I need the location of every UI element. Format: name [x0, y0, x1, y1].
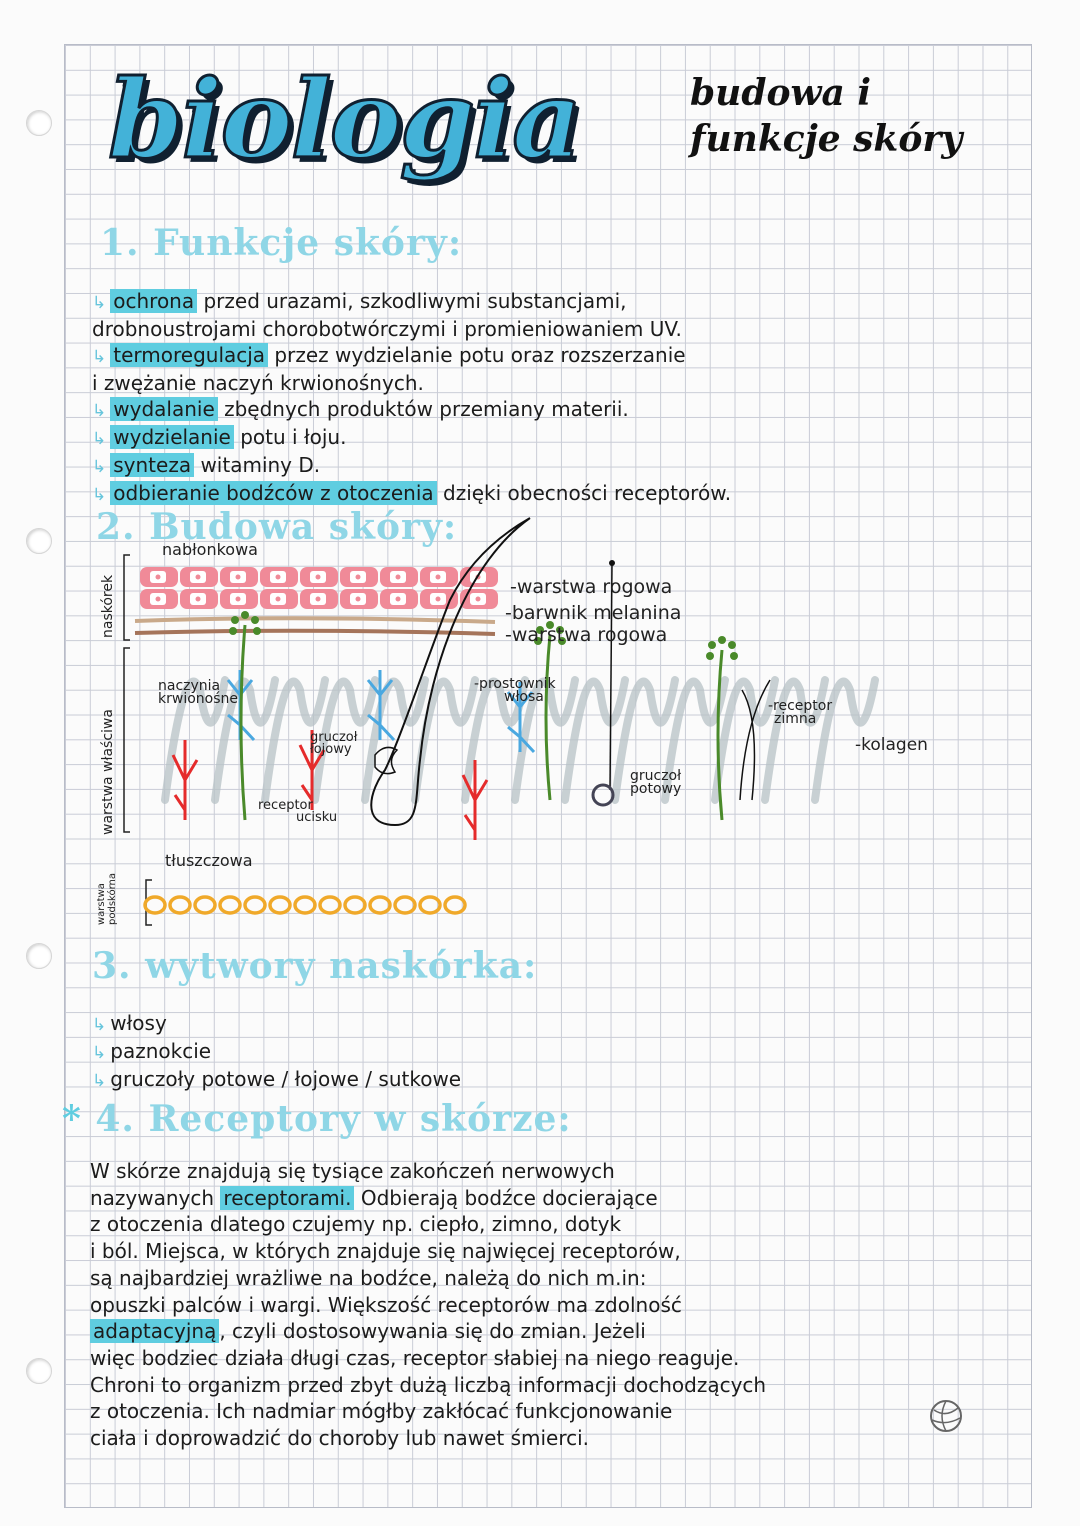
text: opuszki palców i wargi. Większość recept… [90, 1292, 682, 1317]
highlighted-term: wydzielanie [110, 425, 234, 449]
receptors-paragraph: W skórze znajdują się tysiące zakończeń … [90, 1158, 766, 1452]
paragraph-line: adaptacyjną, czyli dostosowywania się do… [90, 1318, 766, 1345]
page-title: biologia [106, 57, 583, 183]
globe-logo-icon [930, 1400, 962, 1432]
paragraph-line: ciała i doprowadzić do choroby lub nawet… [90, 1425, 766, 1452]
paragraph-line: W skórze znajdują się tysiące zakończeń … [90, 1158, 766, 1185]
subtitle-line: budowa i [690, 72, 872, 114]
section-heading: * 4. Receptory w skórze: [62, 1098, 572, 1140]
arrow-hook-icon: ↳ [92, 1043, 107, 1063]
heading-text: 4. Receptory w skórze: [95, 1098, 572, 1140]
page-subtitle: budowa i funkcje skóry [690, 70, 962, 162]
text: z otoczenia dlatego czujemy np. ciepło, … [90, 1212, 622, 1237]
list-item: drobnoustrojami chorobotwórczymi i promi… [92, 316, 731, 342]
highlighted-term: wydalanie [110, 397, 218, 421]
functions-list: ↳ochrona przed urazami, szkodliwymi subs… [92, 288, 731, 508]
binder-hole [26, 110, 52, 136]
highlighted-term: synteza [110, 453, 195, 477]
list-item: ↳termoregulacja przez wydzielanie potu o… [92, 342, 731, 370]
list-item: ↳włosy [92, 1010, 461, 1038]
arrow-hook-icon: ↳ [92, 485, 107, 505]
products-list: ↳włosy↳paznokcie↳gruczoły potowe / łojow… [92, 1010, 461, 1094]
list-item: ↳synteza witaminy D. [92, 452, 731, 480]
text: z otoczenia. Ich nadmiar mógłby zakłócać… [90, 1399, 673, 1424]
item-text: włosy [110, 1011, 167, 1035]
binder-hole [26, 1358, 52, 1384]
item-text: gruczoły potowe / łojowe / sutkowe [110, 1067, 462, 1091]
list-item: ↳ochrona przed urazami, szkodliwymi subs… [92, 288, 731, 316]
list-item: ↳wydzielanie potu i łoju. [92, 424, 731, 452]
highlighted-term: adaptacyjną [90, 1319, 220, 1344]
section-heading: 1. Funkcje skóry: [100, 222, 463, 264]
item-text: zbędnych produktów przemiany materii. [217, 397, 629, 421]
star-mark: * [62, 1098, 82, 1140]
list-item: ↳wydalanie zbędnych produktów przemiany … [92, 396, 731, 424]
list-item: i zwężanie naczyń krwionośnych. [92, 370, 731, 396]
section-heading: 2. Budowa skóry: [96, 506, 458, 548]
arrow-hook-icon: ↳ [92, 1071, 107, 1091]
text: są najbardziej wrażliwe na bodźce, należ… [90, 1265, 647, 1290]
paragraph-line: więc bodziec działa długi czas, receptor… [90, 1345, 766, 1372]
item-text: i zwężanie naczyń krwionośnych. [92, 371, 424, 395]
item-text: drobnoustrojami chorobotwórczymi i promi… [92, 317, 682, 341]
paragraph-line: z otoczenia dlatego czujemy np. ciepło, … [90, 1211, 766, 1238]
item-text: przez wydzielanie potu oraz rozszerzanie [268, 343, 686, 367]
section-heading: 3. wytwory naskórka: [92, 945, 538, 987]
arrow-hook-icon: ↳ [92, 401, 107, 421]
text: ciała i doprowadzić do choroby lub nawet… [90, 1426, 590, 1451]
binder-hole [26, 943, 52, 969]
binder-hole [26, 528, 52, 554]
text: i ból. Miejsca, w których znajduje się n… [90, 1239, 681, 1264]
highlighted-term: ochrona [110, 289, 198, 313]
highlighted-term: termoregulacja [110, 343, 269, 367]
list-item: ↳odbieranie bodźców z otoczenia dzięki o… [92, 480, 731, 508]
arrow-hook-icon: ↳ [92, 1015, 107, 1035]
text: W skórze znajdują się tysiące zakończeń … [90, 1159, 615, 1183]
text: Odbierają bodźce docierające [354, 1185, 658, 1210]
item-text: dzięki obecności receptorów. [436, 481, 732, 505]
item-text: witaminy D. [194, 453, 321, 477]
subtitle-line: funkcje skóry [690, 118, 963, 160]
item-text: przed urazami, szkodliwymi substancjami, [197, 289, 627, 313]
highlighted-term: odbieranie bodźców z otoczenia [110, 481, 437, 505]
text: , czyli dostosowywania się do zmian. Jeż… [219, 1319, 646, 1344]
text: Chroni to organizm przed zbyt dużą liczb… [90, 1372, 767, 1397]
paragraph-line: Chroni to organizm przed zbyt dużą liczb… [90, 1372, 766, 1399]
arrow-hook-icon: ↳ [92, 429, 107, 449]
item-text: paznokcie [110, 1039, 212, 1063]
arrow-hook-icon: ↳ [92, 457, 107, 477]
highlighted-term: receptorami. [220, 1185, 355, 1210]
paragraph-line: nazywanych receptorami. Odbierają bodźce… [90, 1185, 766, 1212]
arrow-hook-icon: ↳ [92, 293, 107, 313]
paragraph-line: z otoczenia. Ich nadmiar mógłby zakłócać… [90, 1398, 766, 1425]
list-item: ↳gruczoły potowe / łojowe / sutkowe [92, 1066, 461, 1094]
arrow-hook-icon: ↳ [92, 347, 107, 367]
item-text: potu i łoju. [233, 425, 347, 449]
text: więc bodziec działa długi czas, receptor… [90, 1345, 740, 1370]
text: nazywanych [90, 1185, 221, 1210]
paragraph-line: i ból. Miejsca, w których znajduje się n… [90, 1238, 766, 1265]
paragraph-line: opuszki palców i wargi. Większość recept… [90, 1292, 766, 1319]
list-item: ↳paznokcie [92, 1038, 461, 1066]
paragraph-line: są najbardziej wrażliwe na bodźce, należ… [90, 1265, 766, 1292]
